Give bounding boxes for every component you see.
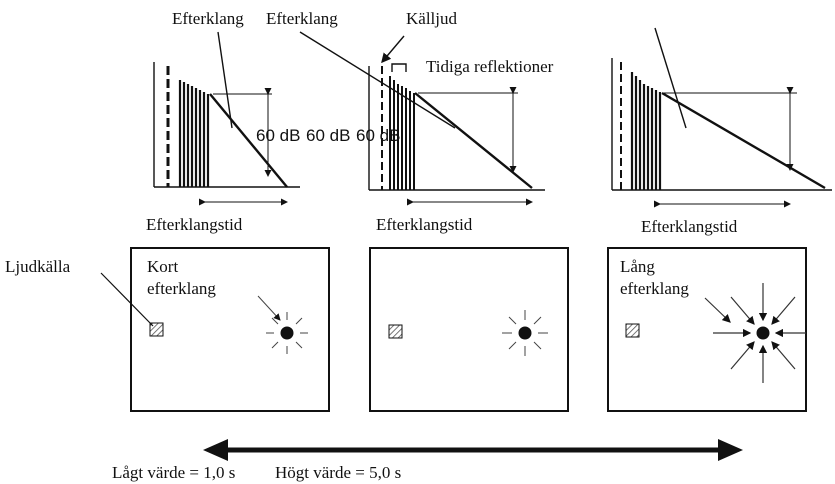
label-reverb-b: Efterklang xyxy=(266,9,338,28)
source-leader-line xyxy=(100,272,154,327)
label-scale-low: Lågt värde = 1,0 s xyxy=(112,463,235,482)
decay-graph-medium xyxy=(368,66,545,206)
label-short-reverb-1: Kort xyxy=(147,257,178,276)
sound-source-square-2 xyxy=(388,324,403,339)
label-long-reverb-2: efterklang xyxy=(620,279,689,298)
label-60db-1: 60 dB xyxy=(256,126,300,145)
label-early-reflections: Tidiga reflektioner xyxy=(426,57,554,76)
label-scale-high: Högt värde = 5,0 s xyxy=(275,463,401,482)
label-short-reverb-2: efterklang xyxy=(147,279,216,298)
listener-dot-1 xyxy=(280,326,294,340)
label-direct-sound: Källjud xyxy=(406,9,457,28)
room-short xyxy=(130,247,330,412)
sound-source-square-3 xyxy=(625,323,640,338)
label-long-reverb-1: Lång xyxy=(620,257,655,276)
label-reverb-a: Efterklang xyxy=(172,9,244,28)
scale-arrow xyxy=(203,439,743,461)
label-decay-time-3: Efterklangstid xyxy=(641,217,738,236)
listener-dot-2 xyxy=(518,326,532,340)
label-decay-time-1: Efterklangstid xyxy=(146,215,243,234)
label-sound-source: Ljudkälla xyxy=(5,257,71,276)
leader-lines xyxy=(217,27,687,129)
label-60db-2: 60 dB xyxy=(306,126,350,145)
label-60db-3: 60 dB xyxy=(356,126,400,145)
label-decay-time-2: Efterklangstid xyxy=(376,215,473,234)
decay-graph-long xyxy=(611,58,832,208)
decay-graph-short xyxy=(153,62,300,206)
room-long xyxy=(607,247,807,412)
listener-dot-3 xyxy=(756,326,770,340)
room-medium xyxy=(369,247,569,412)
sound-source-square-1 xyxy=(149,322,164,337)
